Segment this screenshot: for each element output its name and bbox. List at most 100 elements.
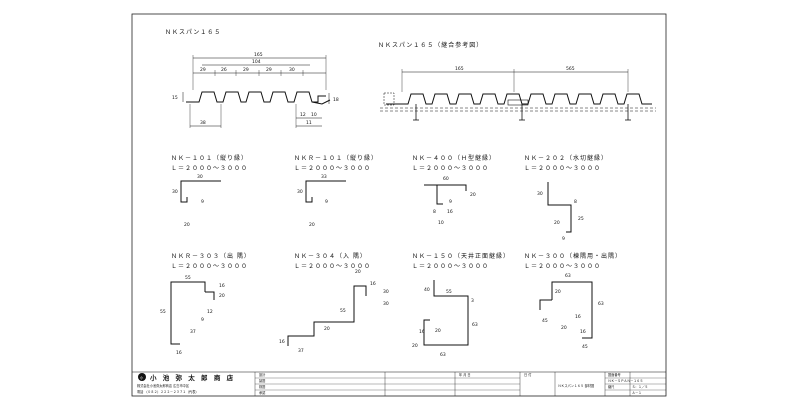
part-dim: 9: [562, 236, 565, 242]
part-code: ＮＫＲ－１０１（縦り縁）: [294, 154, 378, 162]
part-dim: 9: [449, 199, 452, 205]
part-dim: 30: [172, 189, 178, 195]
company-name: 小 池 弥 太 郎 商 店: [149, 373, 235, 382]
part-dim: 20: [470, 192, 476, 198]
drawing-name: ＮＫスパン１６５ 部材図: [558, 383, 594, 388]
part-dim: 30: [383, 301, 389, 307]
part-dim: 3: [471, 298, 474, 304]
dim-bottom-a: 12: [300, 112, 306, 118]
part-code: ＮＫ－２０２（水切継縁）: [524, 154, 608, 162]
tb-cell: 設計: [259, 372, 266, 377]
company-address: 株式会社小池弥太郎商店 広島市中区: [137, 383, 190, 388]
sheet-border: [131, 13, 667, 397]
dim-seg3: 29: [243, 67, 249, 73]
part-dim: 12: [207, 309, 213, 315]
drawing-no: ＮＫ－ＳＰＡＮ－１６５: [608, 379, 643, 383]
title-block: 小 小 池 弥 太 郎 商 店 株式会社小池弥太郎商店 広島市中区 電話 （０８…: [132, 371, 666, 396]
part-dim: 30: [383, 289, 389, 295]
scale-label: 縮尺: [608, 384, 615, 389]
part-dim: 60: [443, 176, 449, 182]
drawing-no-label: 図面番号: [608, 372, 621, 377]
tb-cell: 承認: [259, 390, 266, 395]
part-dim: 55: [446, 289, 452, 295]
part-nk304: ＮＫ－３０４（入 隅） Ｌ＝２０００～３０００ 20 16 30 30 55 2…: [279, 252, 389, 354]
part-dim: 20: [309, 222, 315, 228]
part-dim: 16: [176, 350, 182, 356]
dim-overall: 165: [254, 52, 263, 58]
part-dim: 16: [419, 329, 425, 335]
part-dim: 45: [582, 344, 588, 350]
part-code: ＮＫ－３００（棟隅用・出隅）: [524, 252, 622, 260]
part-dim: 63: [598, 301, 604, 307]
joint-reference-drawing: 165 565: [380, 66, 656, 121]
part-dim: 37: [298, 348, 304, 354]
scale-value: Ｓ：１／５: [632, 385, 648, 389]
company-logo: [138, 373, 146, 381]
sheet-no: Ａ－１: [632, 391, 642, 395]
part-dim: 25: [578, 216, 584, 222]
part-dim: 30: [537, 191, 543, 197]
tb-cell: 製図: [259, 378, 265, 383]
company-phone: 電話 （０８２）２２２－２３７１（代表）: [137, 389, 199, 394]
part-dim: 20: [219, 293, 225, 299]
part-dim: 10: [438, 220, 444, 226]
dim-pitch: 104: [252, 59, 261, 65]
part-dim: 9: [325, 199, 328, 205]
dim-bottom-c: 11: [306, 120, 312, 126]
profile-title: ＮＫスパン１６５: [165, 29, 221, 36]
dim-seg1: 29: [200, 67, 206, 73]
part-dim: 40: [424, 287, 430, 293]
joint-dim-left: 165: [455, 66, 464, 72]
part-code: ＮＫ－４００（Ｈ型継縁）: [412, 154, 496, 162]
part-dim: 20: [555, 289, 561, 295]
part-dim: 20: [184, 222, 190, 228]
part-length: Ｌ＝２０００～３０００: [294, 165, 371, 172]
part-length: Ｌ＝２０００～３０００: [412, 263, 489, 270]
part-nkr101: ＮＫＲ－１０１（縦り縁） Ｌ＝２０００～３０００ 33 30 9 20: [294, 154, 378, 228]
part-dim: 33: [321, 174, 327, 180]
part-dim: 16: [219, 283, 225, 289]
part-dim: 9: [201, 317, 204, 323]
part-dim: 37: [190, 329, 196, 335]
part-length: Ｌ＝２０００～３０００: [412, 165, 489, 172]
part-dim: 16: [370, 281, 376, 287]
part-nk101: ＮＫ－１０１（縦り縁） Ｌ＝２０００～３０００ 30 30 9 20: [171, 154, 248, 228]
part-dim: 20: [554, 220, 560, 226]
part-dim: 16: [279, 339, 285, 345]
part-dim: 20: [435, 328, 441, 334]
part-dim: 63: [472, 322, 478, 328]
part-length: Ｌ＝２０００～３０００: [524, 165, 601, 172]
dim-seg5: 30: [289, 67, 295, 73]
joint-dim-right: 565: [566, 66, 575, 72]
part-dim: 16: [447, 209, 453, 215]
part-nk300: ＮＫ－３００（棟隅用・出隅） Ｌ＝２０００～３０００ 63 20 63 16 4…: [524, 252, 622, 350]
dim-bottom-left: 38: [200, 120, 206, 126]
part-length: Ｌ＝２０００～３０００: [524, 263, 601, 270]
part-dim: 45: [542, 318, 548, 324]
part-dim: 55: [340, 308, 346, 314]
part-dim: 8: [574, 199, 577, 205]
part-dim: 55: [185, 275, 191, 281]
part-dim: 63: [440, 352, 446, 358]
part-code: ＮＫＲ－３０３（出 隅）: [171, 252, 251, 260]
dim-seg4: 29: [266, 67, 272, 73]
part-code: ＮＫ－３０４（入 隅）: [294, 252, 367, 260]
part-dim: 30: [297, 189, 303, 195]
part-length: Ｌ＝２０００～３０００: [171, 165, 248, 172]
dim-left-height: 15: [172, 95, 178, 101]
part-dim: 16: [580, 329, 586, 335]
tb-cell: 検図: [259, 384, 265, 389]
part-dim: 8: [433, 209, 436, 215]
part-dim: 63: [565, 273, 571, 279]
main-profile-drawing: 165 104 29 26 29 29 30 15 18 38 12 10 11: [172, 52, 339, 128]
part-length: Ｌ＝２０００～３０００: [171, 263, 248, 270]
part-dim: 16: [575, 314, 581, 320]
part-length: Ｌ＝２０００～３０００: [294, 263, 371, 270]
tb-cell: 年 月 日: [459, 372, 471, 377]
part-dim: 20: [355, 269, 361, 275]
part-nk202: ＮＫ－２０２（水切継縁） Ｌ＝２０００～３０００ 30 8 25 9 20: [524, 154, 608, 242]
part-code: ＮＫ－１５０（天井正面継縁）: [412, 252, 510, 260]
dim-seg2: 26: [221, 67, 227, 73]
